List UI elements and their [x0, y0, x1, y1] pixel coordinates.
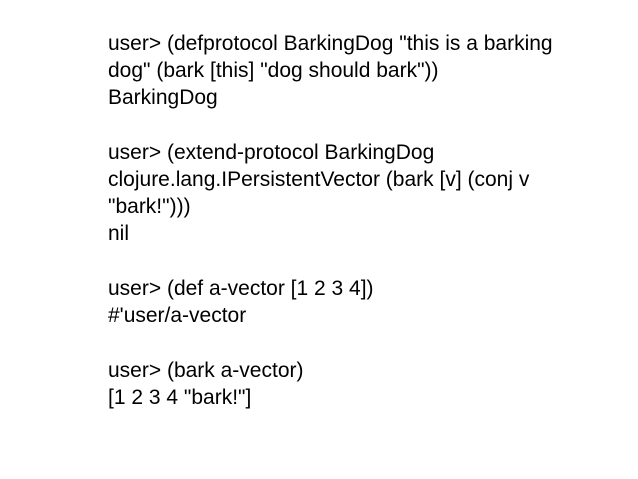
repl-line: user> (bark a-vector)	[108, 359, 304, 382]
repl-line: dog" (bark [this] "dog should bark"))	[108, 59, 439, 82]
repl-block: user> (def a-vector [1 2 3 4]) #'user/a-v…	[108, 275, 608, 329]
repl-line: user> (def a-vector [1 2 3 4])	[108, 277, 374, 300]
repl-line: nil	[108, 222, 130, 245]
repl-block: user> (defprotocol BarkingDog "this is a…	[108, 30, 608, 111]
repl-line: [1 2 3 4 "bark!"]	[108, 386, 252, 409]
repl-line: user> (extend-protocol BarkingDog	[108, 141, 435, 164]
repl-output: user> (defprotocol BarkingDog "this is a…	[108, 30, 608, 411]
repl-line: "bark!")))	[108, 195, 191, 218]
repl-line: BarkingDog	[108, 86, 218, 109]
repl-block: user> (extend-protocol BarkingDog clojure…	[108, 139, 608, 247]
repl-line: user> (defprotocol BarkingDog "this is a…	[108, 32, 553, 55]
repl-line: clojure.lang.IPersistentVector (bark [v]…	[108, 168, 530, 191]
repl-line: #'user/a-vector	[108, 304, 247, 327]
repl-block: user> (bark a-vector) [1 2 3 4 "bark!"]	[108, 357, 608, 411]
